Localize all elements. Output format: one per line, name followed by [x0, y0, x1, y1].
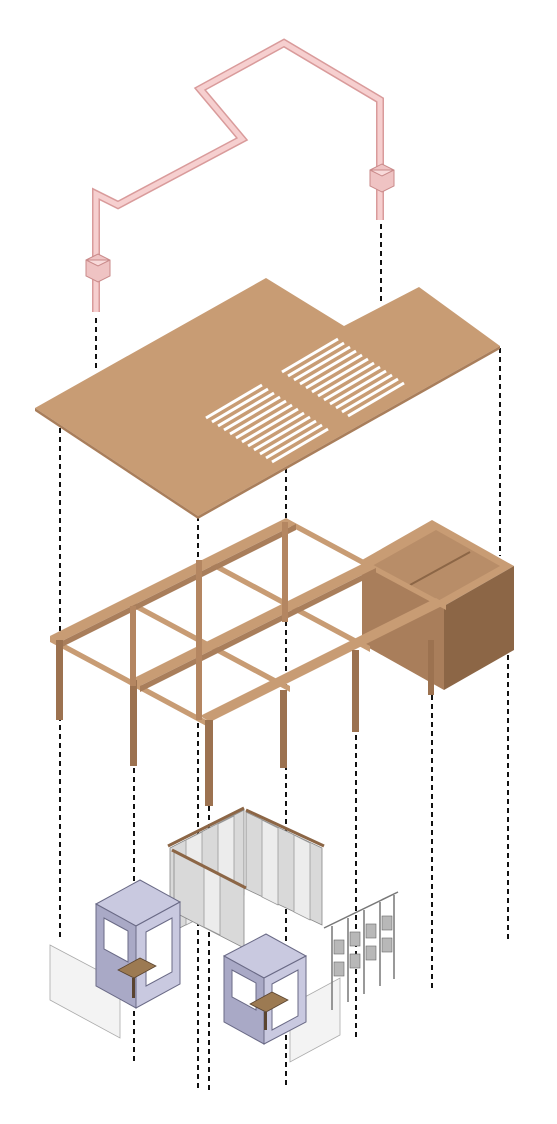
- skylight-slats-left: [205, 383, 329, 464]
- booth-right: [222, 933, 308, 1045]
- skylight-slats-right: [281, 337, 405, 418]
- partition-screens: [167, 806, 325, 949]
- pipe-junction-box-right: [369, 163, 395, 193]
- furniture-layer: [49, 806, 399, 1063]
- beam-grid: [50, 518, 446, 728]
- pipe-junction-box-left: [85, 253, 111, 283]
- display-rack: [323, 891, 399, 1010]
- roof-deck-layer: [35, 278, 500, 519]
- timber-frame-layer: [50, 518, 514, 806]
- pipe-system-layer: [85, 38, 395, 312]
- frame-posts: [56, 522, 359, 806]
- booth-left: [94, 879, 182, 1009]
